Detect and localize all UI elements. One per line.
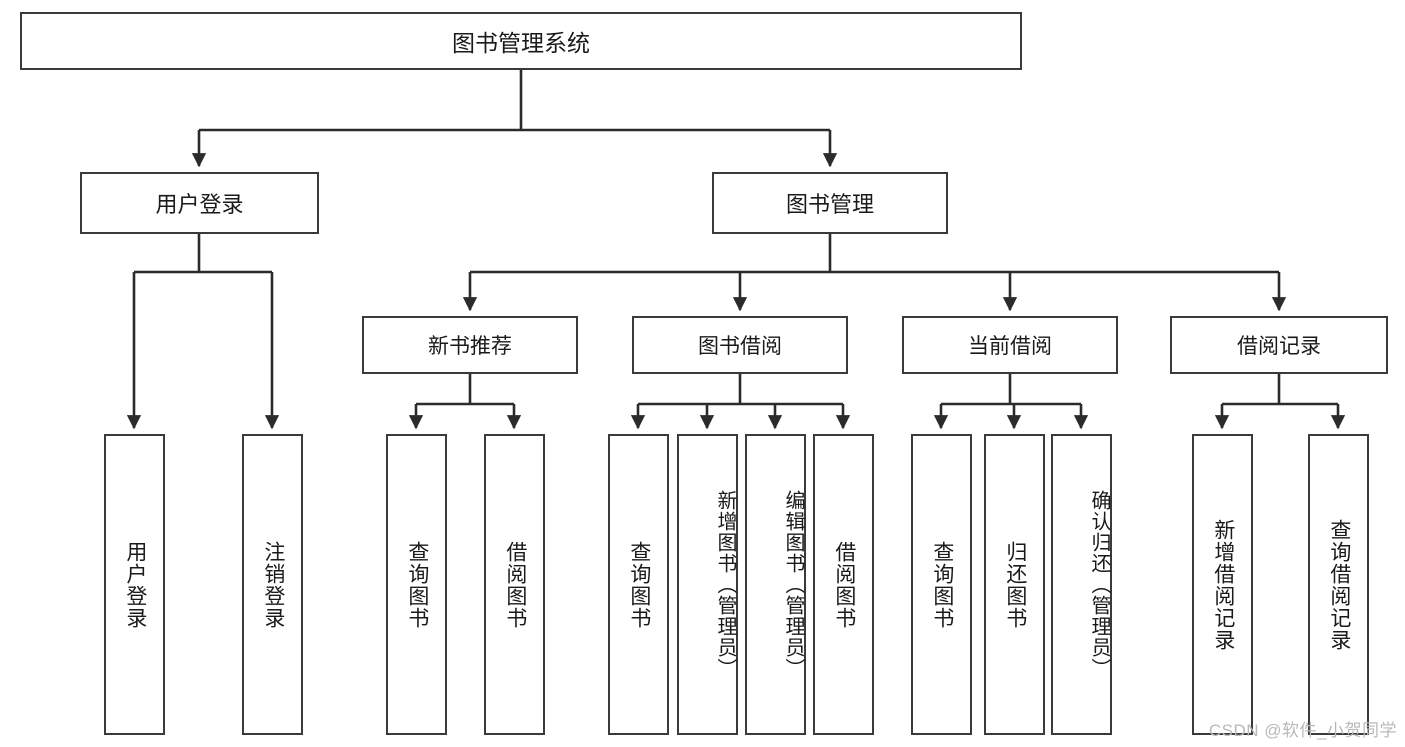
node-leaf-borrow-lend-book[interactable]: 借阅图书 [813,434,874,735]
node-leaf-borrow-query-book[interactable]: 查询图书 [608,434,669,735]
node-current-borrow[interactable]: 当前借阅 [902,316,1118,374]
node-leaf-borrow-edit-book[interactable]: 编辑图书（管理员） [745,434,806,735]
node-user-login[interactable]: 用户登录 [80,172,319,234]
node-book-manage[interactable]: 图书管理 [712,172,948,234]
node-leaf-cur-query-book[interactable]: 查询图书 [911,434,972,735]
node-leaf-borrow-edit-book-label: 编辑图书（管理员） [782,490,804,679]
node-leaf-user-logout[interactable]: 注销登录 [242,434,303,735]
node-leaf-cur-return-book[interactable]: 归还图书 [984,434,1045,735]
node-borrow-record-label: 借阅记录 [1237,335,1321,358]
node-leaf-borrow-add-book-label: 新增图书（管理员） [714,490,736,679]
node-leaf-rec-add-record-label: 新增借阅记录 [1211,518,1235,651]
node-leaf-rec-borrow-book[interactable]: 借阅图书 [484,434,545,735]
node-leaf-user-login-label: 用户登录 [123,540,147,629]
node-leaf-cur-query-book-label: 查询图书 [930,540,954,629]
node-leaf-cur-return-book-label: 归还图书 [1003,540,1027,629]
node-borrow-record[interactable]: 借阅记录 [1170,316,1388,374]
node-leaf-user-logout-label: 注销登录 [261,540,285,629]
node-user-login-label: 用户登录 [155,192,244,217]
node-leaf-borrow-lend-book-label: 借阅图书 [832,540,856,629]
node-root[interactable]: 图书管理系统 [20,12,1022,70]
node-leaf-rec-add-record[interactable]: 新增借阅记录 [1192,434,1253,735]
node-leaf-borrow-add-book[interactable]: 新增图书（管理员） [677,434,738,735]
node-root-label: 图书管理系统 [452,30,590,56]
node-leaf-rec-query-record-label: 查询借阅记录 [1327,518,1351,651]
node-leaf-borrow-query-book-label: 查询图书 [627,540,651,629]
node-leaf-rec-query-book[interactable]: 查询图书 [386,434,447,735]
node-leaf-cur-confirm-return-label: 确认归还（管理员） [1088,490,1110,679]
node-current-borrow-label: 当前借阅 [968,335,1052,358]
node-leaf-rec-query-book-label: 查询图书 [405,540,429,629]
node-leaf-rec-query-record[interactable]: 查询借阅记录 [1308,434,1369,735]
node-leaf-user-login[interactable]: 用户登录 [104,434,165,735]
node-book-borrow-label: 图书借阅 [698,335,782,358]
node-book-manage-label: 图书管理 [785,192,874,217]
node-book-borrow[interactable]: 图书借阅 [632,316,848,374]
node-new-book-recommend[interactable]: 新书推荐 [362,316,578,374]
node-leaf-rec-borrow-book-label: 借阅图书 [503,540,527,629]
node-leaf-cur-confirm-return[interactable]: 确认归还（管理员） [1051,434,1112,735]
node-new-book-recommend-label: 新书推荐 [428,335,512,358]
csdn-watermark: CSDN @软件_小贺同学 [1208,721,1397,740]
